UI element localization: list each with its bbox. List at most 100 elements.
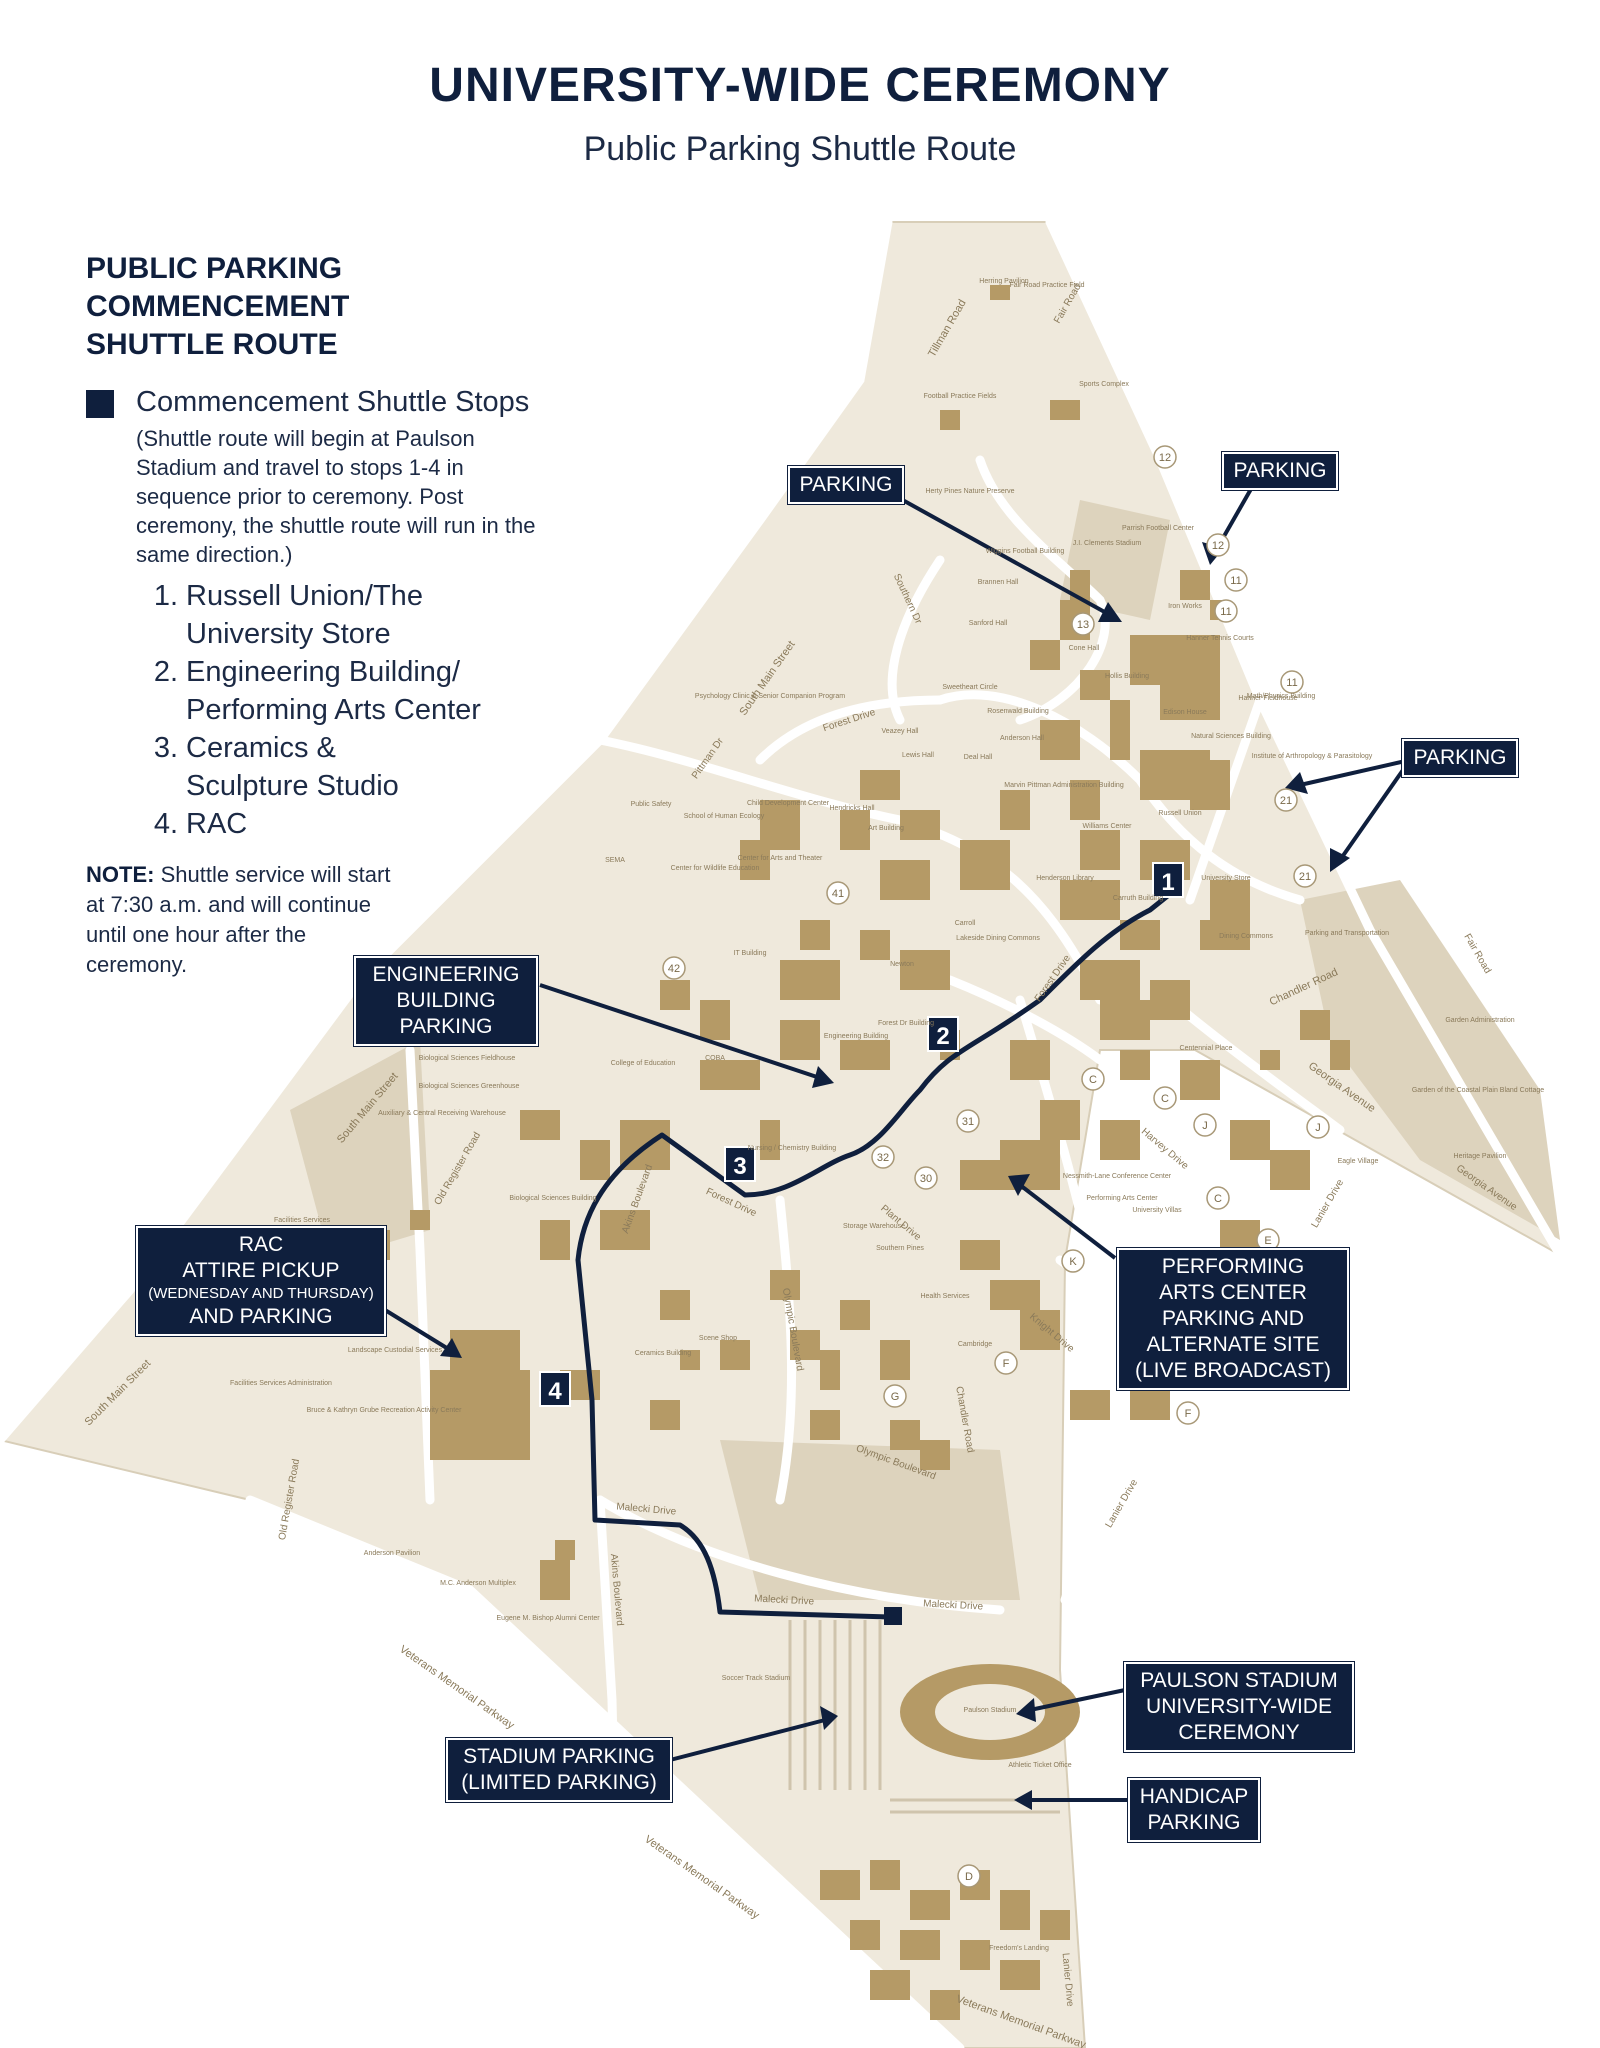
callout-line: HANDICAP	[1139, 1785, 1249, 1808]
lot-marker: 30	[914, 1166, 938, 1190]
lot-marker: J	[1193, 1113, 1217, 1137]
callout-line: ALTERNATE SITE	[1146, 1333, 1320, 1356]
callout-line: PARKING	[1147, 1811, 1241, 1834]
map-label: Harvey Drive	[1139, 1126, 1191, 1172]
map-label: Freedom's Landing	[989, 1945, 1049, 1952]
lot-marker: 11	[1214, 599, 1238, 623]
callout-parking-east[interactable]: PARKING	[1401, 738, 1519, 778]
map-label: Biological Sciences Greenhouse	[419, 1083, 520, 1090]
legend-heading-line: COMMENCEMENT	[86, 290, 350, 323]
map-label: Hendricks Hall	[829, 805, 875, 812]
callout-rac-attire-pickup[interactable]: RAC ATTIRE PICKUP (WEDNESDAY AND THURSDA…	[135, 1225, 387, 1337]
map-label: Southern Pines	[876, 1245, 924, 1252]
map-label: Williams Center	[1082, 823, 1132, 830]
map-label: Health Services	[920, 1293, 970, 1300]
arrow-heads	[440, 542, 1350, 1810]
lot-marker: 11	[1224, 568, 1248, 592]
map-label: Heritage Pavilion	[1454, 1153, 1507, 1160]
callout-engineering-parking[interactable]: ENGINEERING BUILDING PARKING	[353, 955, 539, 1047]
map-label: Wiggins Football Building	[986, 548, 1065, 555]
callout-parking-north[interactable]: PARKING	[787, 465, 905, 505]
stop-list-item: 2.Engineering Building/Performing Arts C…	[136, 653, 586, 729]
stop-name-line: Engineering Building/	[186, 656, 461, 688]
lot-marker: 11	[1280, 670, 1304, 694]
svg-text:13: 13	[1077, 619, 1089, 631]
map-label: Sweetheart Circle	[942, 684, 997, 691]
lot-marker: J	[1306, 1115, 1330, 1139]
map-label: Garden of the Coastal Plain Bland Cottag…	[1412, 1087, 1544, 1094]
map-label: Malecki Drive	[923, 1598, 984, 1612]
map-label: Institute of Arthropology & Parasitology	[1252, 753, 1373, 760]
callout-line: (LIMITED PARKING)	[461, 1771, 657, 1794]
callout-handicap-parking[interactable]: HANDICAP PARKING	[1127, 1777, 1261, 1843]
map-label: J.I. Clements Stadium	[1073, 540, 1142, 547]
map-label: Centennial Place	[1180, 1045, 1233, 1052]
svg-text:11: 11	[1220, 606, 1231, 618]
svg-text:E: E	[1264, 1235, 1271, 1247]
legend-item-description: (Shuttle route will begin at Paulson Sta…	[136, 426, 536, 567]
map-label: Athletic Ticket Office	[1008, 1762, 1071, 1769]
callout-line: PARKING AND	[1162, 1307, 1304, 1330]
stop-marker-4[interactable]: 4	[539, 1371, 571, 1407]
callout-line: CEREMONY	[1178, 1721, 1300, 1744]
map-label: Cone Hall	[1069, 645, 1100, 652]
callout-line: PERFORMING	[1161, 1255, 1305, 1278]
map-label: Forest Dr Building	[878, 1020, 934, 1027]
callout-line: PARKING	[399, 1015, 493, 1038]
callout-line: PARKING	[799, 473, 893, 496]
svg-text:12: 12	[1159, 452, 1171, 464]
map-label: Math/Physics Building	[1247, 693, 1316, 700]
map-label: Center for Wildlife Education	[671, 865, 760, 872]
map-label: Herty Pines Nature Preserve	[925, 488, 1014, 495]
stop-marker-2[interactable]: 2	[927, 1016, 959, 1052]
route-start-marker	[884, 1607, 902, 1625]
callout-line: PAULSON STADIUM	[1140, 1669, 1338, 1692]
callout-line: PARKING	[1413, 746, 1507, 769]
lot-marker: 21	[1274, 788, 1298, 812]
map-label: Fair Road Practice Field	[1009, 282, 1084, 289]
callout-line: ENGINEERING	[372, 963, 520, 986]
callout-parking-northeast[interactable]: PARKING	[1221, 451, 1339, 491]
lot-marker: 32	[871, 1145, 895, 1169]
svg-text:F: F	[1003, 1358, 1010, 1370]
map-label: Biological Sciences Fieldhouse	[419, 1055, 516, 1062]
svg-text:D: D	[965, 1871, 973, 1883]
callout-line: (WEDNESDAY AND THURSDAY)	[148, 1285, 374, 1302]
stop-name-line: Sculpture Studio	[186, 770, 399, 802]
map-label: Edison House	[1163, 709, 1207, 716]
map-label: Lanier Drive	[1310, 1177, 1347, 1230]
stop-marker-3[interactable]: 3	[724, 1146, 756, 1182]
map-label: M.C. Anderson Multiplex	[440, 1580, 516, 1587]
map-label: Ceramics Building	[635, 1350, 692, 1357]
lot-marker: 41	[826, 881, 850, 905]
map-label: Newton	[890, 961, 914, 968]
map-label: Eagle Village	[1338, 1158, 1379, 1165]
callout-stadium-parking[interactable]: STADIUM PARKING (LIMITED PARKING)	[445, 1737, 673, 1803]
map-label: Football Practice Fields	[924, 393, 997, 400]
map-label: Art Building	[868, 825, 904, 832]
map-label: Hanner Tennis Courts	[1186, 635, 1254, 642]
map-label: Child Development Center	[747, 800, 830, 807]
map-label: Paulson Stadium	[964, 1707, 1017, 1714]
callout-line: BUILDING	[396, 989, 496, 1012]
svg-text:31: 31	[962, 1116, 974, 1128]
svg-text:J: J	[1202, 1120, 1208, 1132]
lot-marker: D	[957, 1864, 981, 1888]
shaded-area-south	[720, 1440, 1020, 1600]
legend-item-label: Commencement Shuttle Stops	[136, 386, 530, 418]
stop-marker-1[interactable]: 1	[1152, 862, 1184, 898]
map-label: Parrish Football Center	[1122, 525, 1195, 532]
lot-marker: F	[994, 1351, 1018, 1375]
stop-name-line: University Store	[186, 618, 391, 650]
svg-text:41: 41	[832, 888, 844, 900]
map-label: Veterans Memorial Parkway	[397, 1643, 516, 1732]
map-label: Anderson Pavilion	[364, 1550, 421, 1557]
callout-line: PARKING	[1233, 459, 1327, 482]
svg-text:21: 21	[1299, 871, 1311, 883]
callout-performing-arts-center[interactable]: PERFORMING ARTS CENTER PARKING AND ALTER…	[1116, 1247, 1350, 1391]
map-label: Fair Road	[1461, 932, 1492, 976]
map-label: Performing Arts Center	[1086, 1195, 1158, 1202]
shuttle-route	[575, 888, 1177, 1620]
callout-paulson-stadium[interactable]: PAULSON STADIUM UNIVERSITY-WIDE CEREMONY	[1123, 1661, 1355, 1753]
svg-text:11: 11	[1230, 575, 1241, 587]
